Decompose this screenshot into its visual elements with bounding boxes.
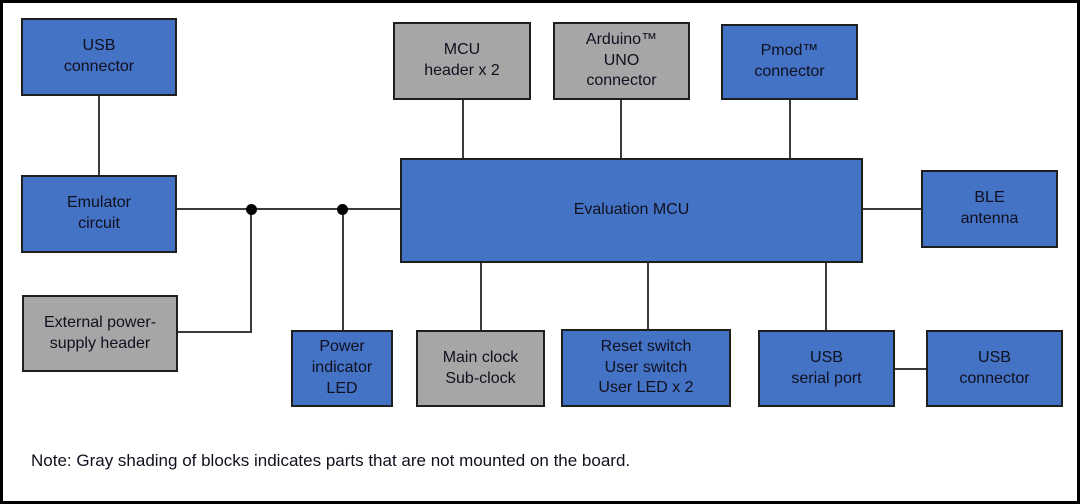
block-main-clock-sub-clock: Main clock Sub-clock: [416, 330, 545, 407]
wire-mcu-resetswitch: [647, 263, 649, 330]
wire-pmod-mcu: [789, 100, 791, 158]
block-usb-connector-bottom: USB connector: [926, 330, 1063, 407]
block-external-power-supply-header: External power- supply header: [22, 295, 178, 372]
wire-junction1-down: [250, 209, 252, 333]
wire-mcu-bleantenna: [863, 208, 921, 210]
wire-junction2-powerled: [342, 209, 344, 331]
junction-dot-1: [246, 204, 257, 215]
junction-dot-2: [337, 204, 348, 215]
wire-usbserial-usbconnector: [895, 368, 926, 370]
wire-usbtop-emulator: [98, 96, 100, 176]
block-mcu-header: MCU header x 2: [393, 22, 531, 100]
block-usb-connector-top: USB connector: [21, 18, 177, 96]
block-emulator-circuit: Emulator circuit: [21, 175, 177, 253]
block-usb-serial-port: USB serial port: [758, 330, 895, 407]
block-pmod-connector: Pmod™ connector: [721, 24, 858, 100]
wire-arduino-mcu: [620, 100, 622, 158]
wire-emulator-mcu: [177, 208, 401, 210]
block-power-indicator-led: Power indicator LED: [291, 330, 393, 407]
block-arduino-uno-connector: Arduino™ UNO connector: [553, 22, 690, 100]
block-reset-user-switch-led: Reset switch User switch User LED x 2: [561, 329, 731, 407]
wire-junction1-extpower: [178, 331, 252, 333]
block-evaluation-mcu: Evaluation MCU: [400, 158, 863, 263]
wire-mcu-usbserial: [825, 263, 827, 331]
block-ble-antenna: BLE antenna: [921, 170, 1058, 248]
wire-mcuheader-mcu: [462, 100, 464, 158]
wire-mcu-mainclock: [480, 263, 482, 331]
note-text: Note: Gray shading of blocks indicates p…: [31, 451, 631, 470]
